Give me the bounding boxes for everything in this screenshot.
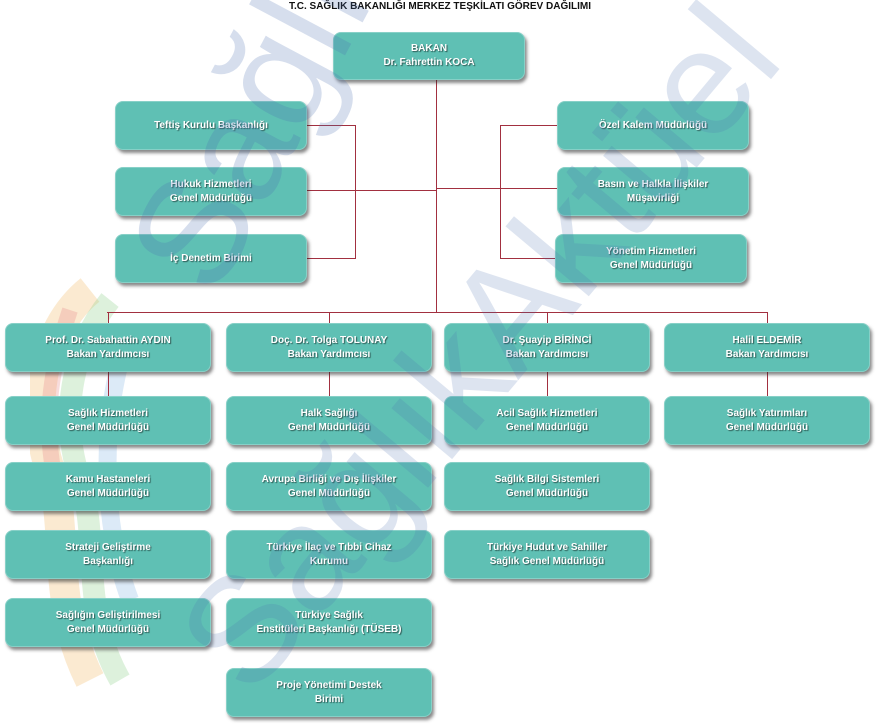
connector-line	[767, 372, 768, 396]
box-line: Genel Müdürlüğü	[66, 623, 150, 635]
right-staff-bracket	[500, 125, 501, 259]
deputy-role: Bakan Yardımcısı	[66, 348, 150, 360]
deputy-name: Doç. Dr. Tolga TOLUNAY	[270, 334, 388, 346]
box-line: Genel Müdürlüğü	[66, 487, 150, 499]
box-title: BAKAN	[410, 43, 448, 54]
deputy-name: Halil ELDEMİR	[732, 334, 802, 346]
box-line: Genel Müdürlüğü	[169, 192, 253, 204]
box-line: Teftiş Kurulu Başkanlığı	[154, 119, 268, 131]
box-line: Sağlığın Geliştirilmesi	[55, 609, 161, 621]
box-line: Genel Müdürlüğü	[505, 487, 589, 499]
connector-line	[307, 125, 355, 126]
box-line: Genel Müdürlüğü	[505, 421, 589, 433]
box-line: Kamu Hastaneleri	[65, 473, 151, 485]
left-staff-bracket	[355, 125, 356, 259]
staff-unit-box[interactable]: Teftiş Kurulu Başkanlığı	[115, 101, 307, 150]
box-line: Enstitüleri Başkanlığı (TÜSEB)	[256, 623, 402, 635]
staff-unit-box[interactable]: Özel Kalem Müdürlüğü	[557, 101, 749, 150]
connector-line	[547, 372, 548, 396]
box-line: Sağlık Bilgi Sistemleri	[494, 473, 600, 485]
box-line: Müşavirliği	[626, 192, 680, 204]
deputy-box[interactable]: Halil ELDEMİR Bakan Yardımcısı	[664, 323, 870, 372]
box-line: Sağlık Yatırımları	[726, 407, 808, 419]
deputy-box[interactable]: Prof. Dr. Sabahattin AYDIN Bakan Yardımcı…	[5, 323, 211, 372]
deputy-role: Bakan Yardımcısı	[505, 348, 589, 360]
deputy-role: Bakan Yardımcısı	[287, 348, 371, 360]
box-line: Sağlık Genel Müdürlüğü	[489, 555, 605, 567]
box-line: Genel Müdürlüğü	[66, 421, 150, 433]
box-line: Genel Müdürlüğü	[725, 421, 809, 433]
connector-line	[767, 312, 768, 323]
deputy-name: Dr. Şuayip BİRİNCİ	[502, 334, 592, 346]
deputy-box[interactable]: Doç. Dr. Tolga TOLUNAY Bakan Yardımcısı	[226, 323, 432, 372]
box-line: Genel Müdürlüğü	[287, 421, 371, 433]
connector-line	[436, 188, 557, 189]
deputy-box[interactable]: Dr. Şuayip BİRİNCİ Bakan Yardımcısı	[444, 323, 650, 372]
box-line: Avrupa Birliği ve Dış İlişkiler	[261, 473, 397, 485]
box-line: Basın ve Halkla İlişkiler	[597, 178, 709, 190]
box-line: Genel Müdürlüğü	[609, 259, 693, 271]
box-line: Hukuk Hizmetleri	[170, 178, 252, 190]
box-line: Türkiye Sağlık	[295, 609, 363, 621]
staff-unit-box[interactable]: İç Denetim Birimi	[115, 234, 307, 283]
box-line: Acil Sağlık Hizmetleri	[496, 407, 598, 419]
box-line: Türkiye Hudut ve Sahiller	[486, 541, 608, 553]
deputy-role: Bakan Yardımcısı	[725, 348, 809, 360]
box-line: Kurumu	[309, 555, 349, 567]
connector-line	[329, 312, 330, 323]
connector-line	[500, 125, 557, 126]
box-line: Birimi	[314, 693, 344, 705]
box-line: Başkanlığı	[82, 555, 134, 567]
connector-line	[329, 372, 330, 396]
connector-line	[500, 258, 555, 259]
box-line: Genel Müdürlüğü	[287, 487, 371, 499]
connector-line	[108, 312, 109, 323]
box-line: Strateji Geliştirme	[65, 541, 151, 553]
connector-line	[547, 312, 548, 323]
box-name: Dr. Fahrettin KOCA	[383, 57, 475, 68]
box-line: Yönetim Hizmetleri	[605, 245, 697, 257]
minister-trunk-line	[436, 80, 437, 312]
deputies-bus-line	[107, 312, 767, 313]
chart-title: T.C. SAĞLIK BAKANLIĞI MERKEZ TEŞKİLATI G…	[288, 1, 592, 12]
minister-box[interactable]: BAKAN Dr. Fahrettin KOCA	[333, 32, 525, 80]
connector-line	[307, 258, 355, 259]
box-line: İç Denetim Birimi	[170, 252, 252, 264]
connector-line	[108, 372, 109, 396]
box-line: Proje Yönetimi Destek	[276, 679, 382, 691]
box-line: Sağlık Hizmetleri	[67, 407, 149, 419]
box-line: Halk Sağlığı	[300, 407, 358, 419]
deputy-name: Prof. Dr. Sabahattin AYDIN	[45, 334, 171, 346]
box-line: Türkiye İlaç ve Tıbbi Cihaz	[266, 541, 392, 553]
connector-line	[307, 190, 436, 191]
box-line: Özel Kalem Müdürlüğü	[598, 119, 708, 131]
